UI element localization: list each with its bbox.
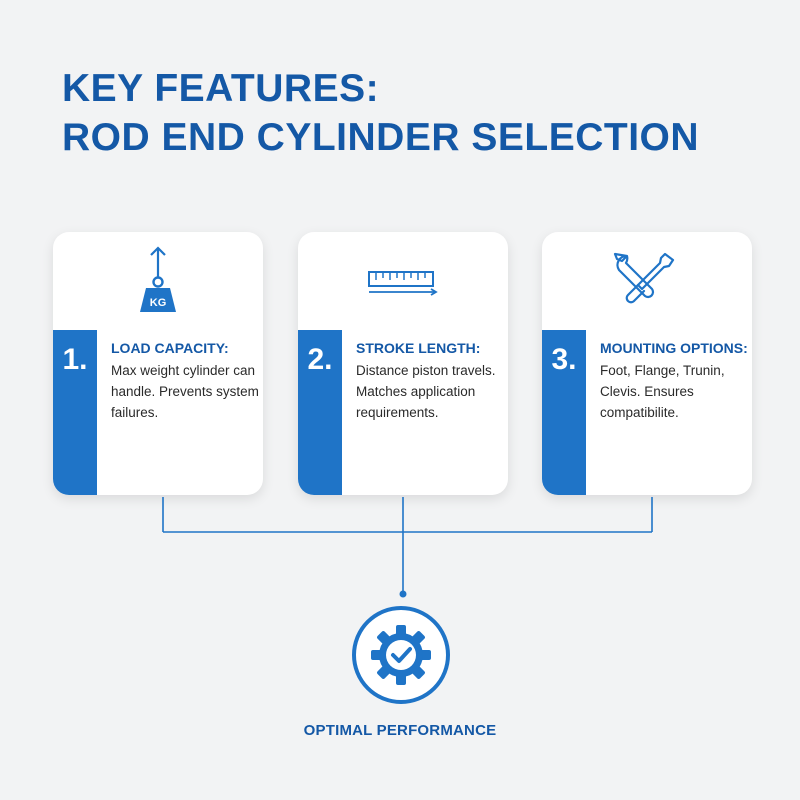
- page-title: KEY FEATURES: ROD END CYLINDER SELECTION: [62, 64, 699, 162]
- title-line-1: KEY FEATURES:: [62, 67, 380, 110]
- result-label: OPTIMAL PERFORMANCE: [303, 722, 497, 739]
- card-heading: STROKE LENGTH:: [356, 340, 481, 356]
- feature-card-load-capacity: KG 1. LOAD CAPACITY: Max weight cylinder…: [53, 232, 263, 495]
- wrench-screwdriver-icon: [542, 244, 752, 316]
- card-number: 2.: [307, 343, 333, 376]
- feature-card-stroke-length: 2. STROKE LENGTH: Distance piston travel…: [298, 232, 508, 495]
- number-band: [53, 330, 97, 495]
- kg-label: KG: [150, 297, 167, 309]
- weight-kg-icon: KG: [53, 244, 263, 316]
- number-band: [542, 330, 586, 495]
- title-line-2: ROD END CYLINDER SELECTION: [62, 116, 700, 159]
- card-description: Max weight cylinder can handle. Prevents…: [111, 363, 259, 420]
- card-description: Distance piston travels. Matches applica…: [356, 363, 496, 420]
- number-band: [298, 330, 342, 495]
- card-description: Foot, Flange, Trunin, Clevis. Ensures co…: [600, 363, 725, 420]
- ruler-icon: [298, 244, 508, 316]
- card-number: 1.: [62, 343, 88, 376]
- feature-card-mounting-options: 3. MOUNTING OPTIONS: Foot, Flange, Truni…: [542, 232, 752, 495]
- card-number: 3.: [551, 343, 577, 376]
- card-heading: LOAD CAPACITY:: [111, 340, 229, 356]
- card-heading: MOUNTING OPTIONS:: [600, 340, 748, 356]
- gear-check-icon: [349, 603, 453, 712]
